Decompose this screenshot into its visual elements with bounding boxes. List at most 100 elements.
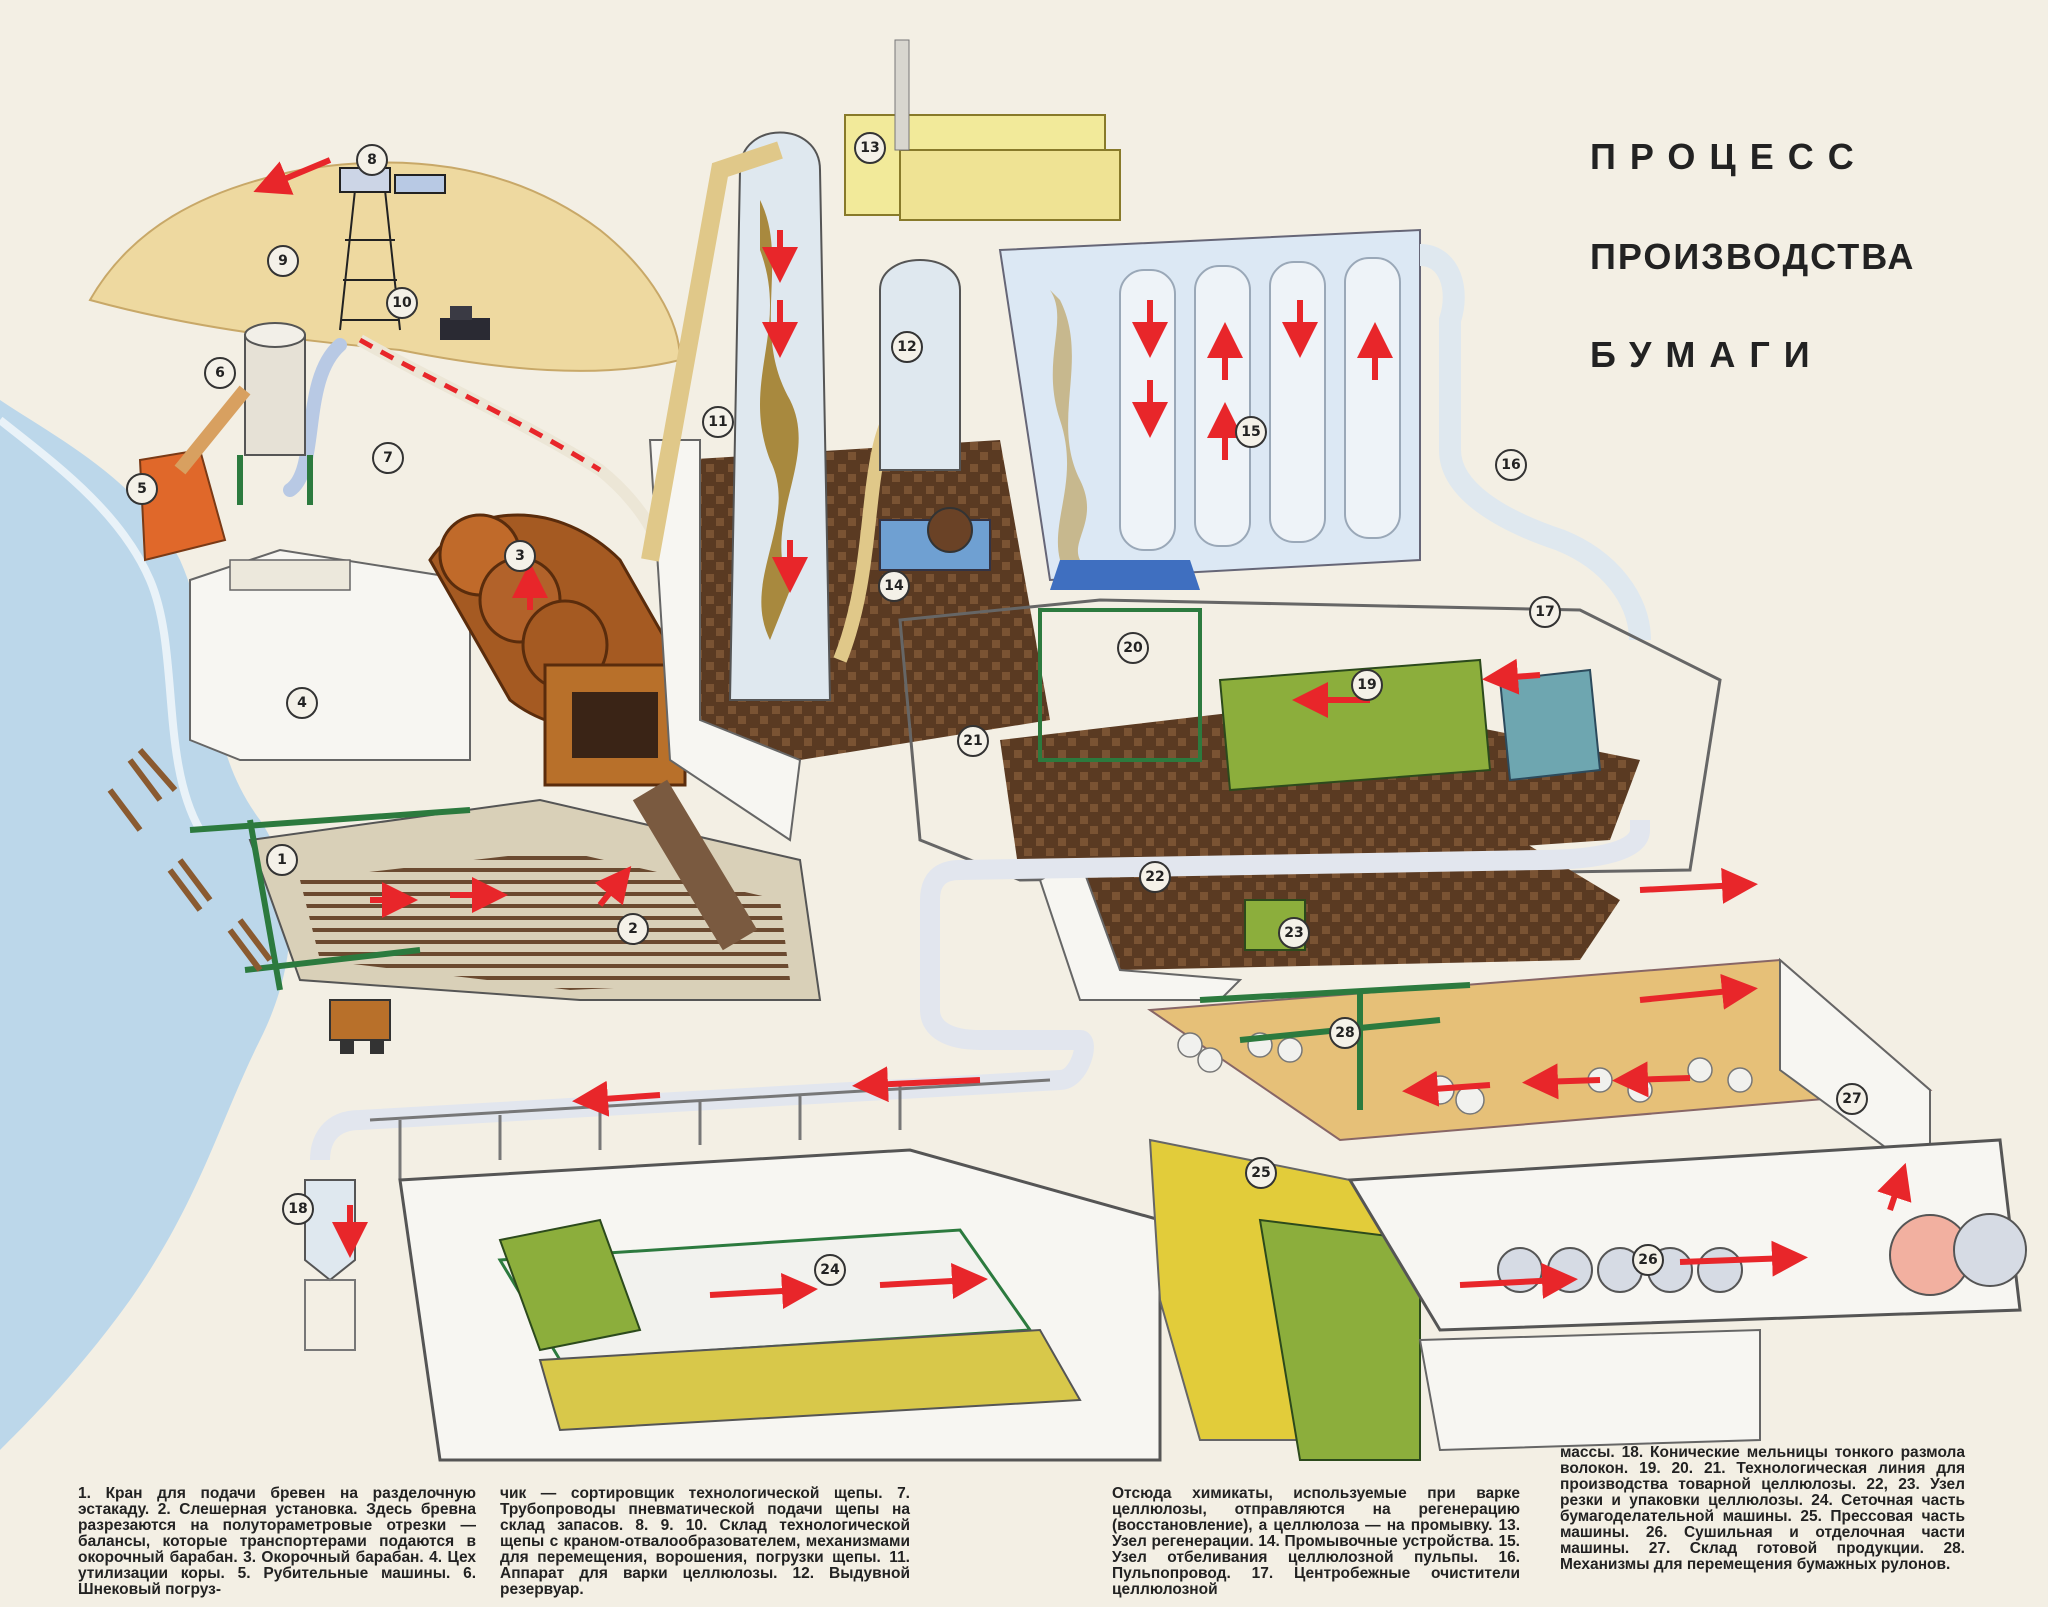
marker-label: 26 [1638,1252,1657,1268]
marker-28: 28 [1329,1017,1361,1049]
arrow-warehouse-left3 [1612,1061,1691,1098]
marker-11: 11 [702,406,734,438]
title-line-1: ПРОЦЕСС [1590,136,1868,177]
arrow-return-left2 [572,1080,661,1117]
marker-label: 12 [897,339,916,355]
caption-column-1: 1. Кран для подачи бревен на разделочную… [78,1485,476,1598]
marker-circle [1117,632,1149,664]
pipeline-trestle [369,1078,1051,1180]
marker-circle [617,913,649,945]
arrow-dryer-1 [1459,1262,1578,1299]
marker-label: 20 [1123,640,1143,656]
wire-machine-base [538,1328,1082,1432]
log-conveyor [632,779,758,951]
title-line-3: БУМАГИ [1590,334,1824,375]
marker-label: 8 [367,152,377,168]
marker-label: 19 [1357,677,1376,693]
regeneration-unit [844,39,1121,221]
marker-circle [1278,917,1310,949]
flow-arrows [253,157,1912,1309]
chip-chute [174,385,251,475]
river [0,400,290,1450]
marker-label: 1 [277,852,287,868]
marker-10: 10 [386,287,418,319]
blow-tank-12 [879,259,961,471]
marker-label: 22 [1145,869,1164,885]
marker-label: 16 [1501,457,1520,473]
marker-circle [1632,1244,1664,1276]
marker-27: 27 [1836,1083,1868,1115]
marker-12: 12 [891,331,923,363]
marker-17: 17 [1529,596,1561,628]
blue-hood [1050,560,1200,590]
marker-circle [891,331,923,363]
marker-7: 7 [372,442,404,474]
marker-label: 27 [1842,1091,1861,1107]
marker-label: 14 [884,578,904,594]
marker-circle [878,570,910,602]
marker-circle [1495,449,1527,481]
marker-label: 28 [1335,1025,1354,1041]
washer-14 [879,507,991,571]
market-pulp-hall-walls [898,598,1722,882]
marker-5: 5 [126,473,158,505]
arrow-pulp-line-headbox [1482,658,1541,695]
marker-21: 21 [957,725,989,757]
marker-circle [282,1193,314,1225]
bulldozer [440,306,490,340]
marker-label: 3 [515,548,525,564]
marker-circle [854,132,886,164]
pulp-in-bleach [1050,290,1088,560]
marker-label: 6 [215,365,225,381]
marker-label: 10 [392,295,412,311]
marker-15: 15 [1235,416,1267,448]
marker-circle [1235,416,1267,448]
dryer-basement [1418,1328,1761,1452]
marker-label: 17 [1535,604,1554,620]
arrow-warehouse-left2 [1522,1063,1601,1100]
marker-circle [702,406,734,438]
chip-pipe-to-pile [283,338,347,497]
marker-label: 21 [963,733,982,749]
marker-circle [204,357,236,389]
marker-circle [356,144,388,176]
marker-circle [1351,669,1383,701]
marker-circle [1836,1083,1868,1115]
arrow-cutting-2 [1639,973,1758,1010]
log-truck [329,999,391,1054]
marker-19: 19 [1351,669,1383,701]
marker-16: 16 [1495,449,1527,481]
dryer-cylinders-26 [1497,1247,1743,1293]
marker-label: 4 [297,695,307,711]
caption-column-3: Отсюда химикаты, используемые при варке … [1112,1485,1520,1598]
marker-6: 6 [204,357,236,389]
marker-circle [504,540,536,572]
marker-circle [286,687,318,719]
arrow-warehouse-left1 [1402,1070,1491,1107]
headbox-17 [1498,668,1602,782]
marker-circle [1139,861,1171,893]
chip-elevator-pipe [641,141,783,562]
pulp-pipeline-16 [1418,244,1651,641]
marker-circle [266,844,298,876]
marker-circle [372,442,404,474]
arrow-return-left1 [852,1066,981,1103]
arrow-reel-up [1877,1162,1912,1211]
reel [1889,1213,2027,1296]
marker-25: 25 [1245,1157,1277,1189]
pulp-return-pipeline [310,820,1650,1161]
marker-circle [386,287,418,319]
marker-22: 22 [1139,861,1171,893]
arrow-dryer-2 [1679,1240,1808,1277]
drum-frame-window [572,692,658,758]
marker-circle [1329,1017,1361,1049]
marker-circle [1245,1157,1277,1189]
log-stacks [107,748,273,972]
crane-1 [189,807,471,991]
marker-circle [126,473,158,505]
marker-label: 5 [137,481,147,497]
marker-8: 8 [356,144,388,176]
arrow-pile-left [253,157,332,195]
chip-pipe-red [358,337,602,473]
